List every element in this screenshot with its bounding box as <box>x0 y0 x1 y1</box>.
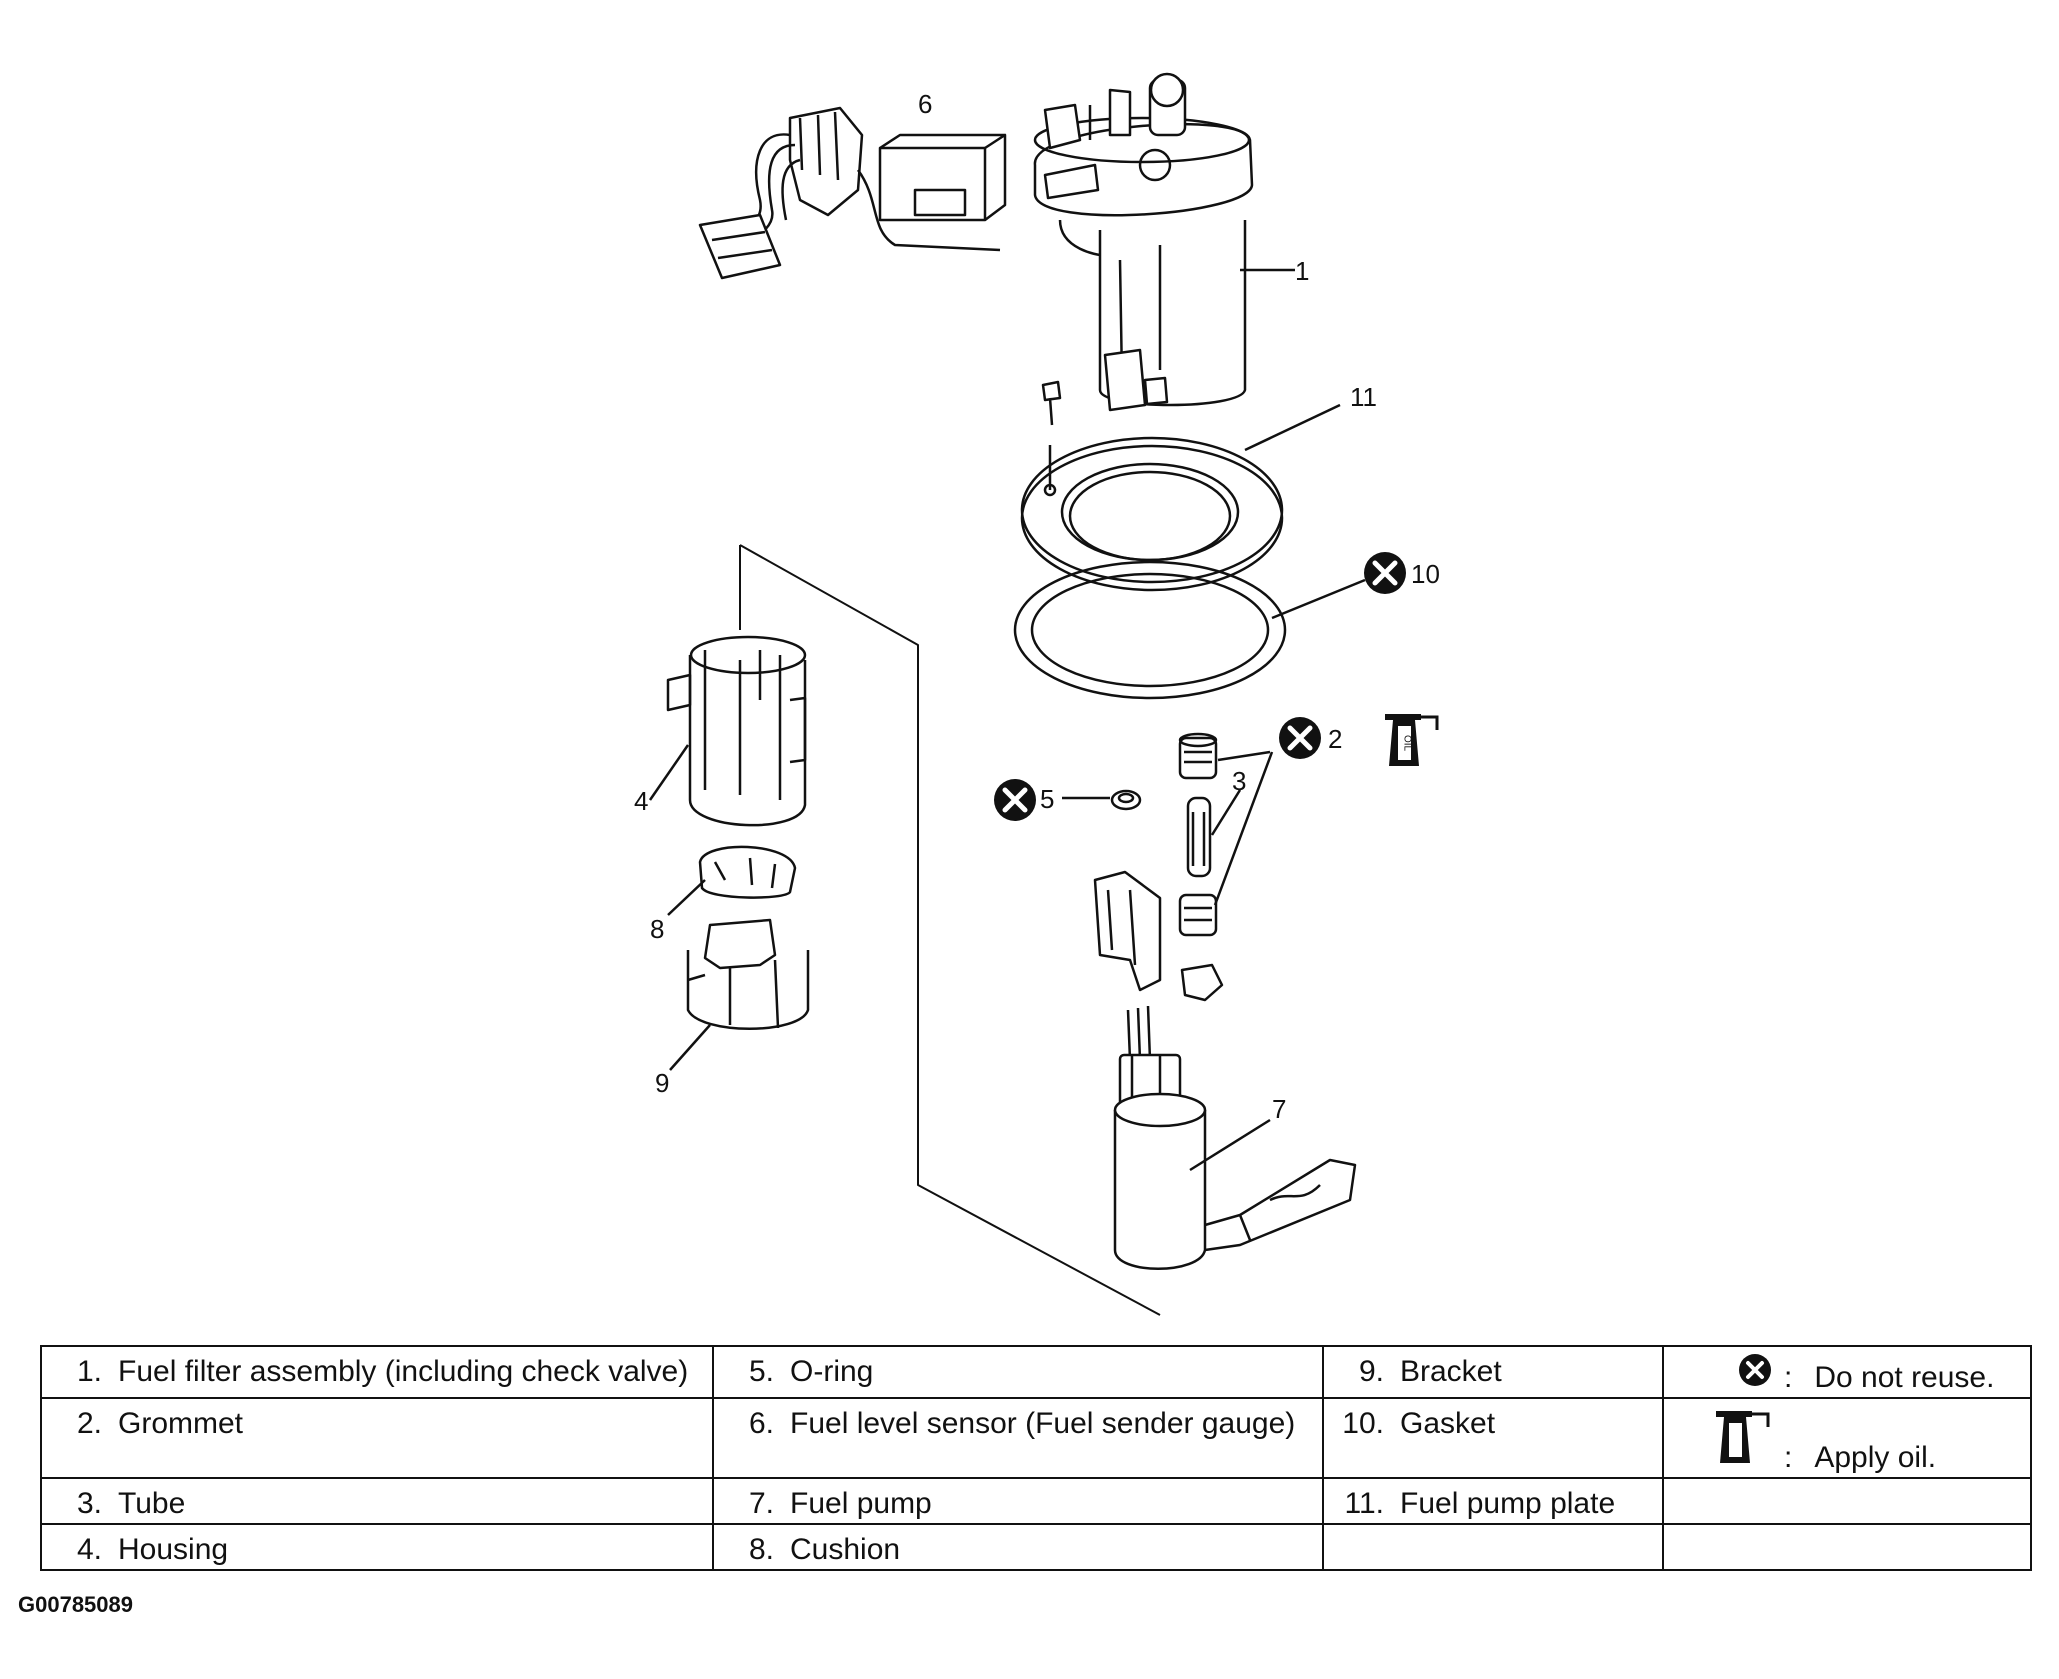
apply-oil-icon <box>1672 1405 1772 1467</box>
fuel-pump-part <box>1113 1005 1357 1270</box>
legend-cell: :Apply oil. <box>1662 1396 2032 1479</box>
callout-7: 7 <box>1272 1094 1286 1124</box>
callout-8: 8 <box>650 914 664 944</box>
legend-cell-empty <box>1662 1476 2032 1525</box>
housing-part <box>648 635 807 827</box>
legend-cell-empty <box>1322 1522 1664 1571</box>
apply-oil-icon: OIL <box>1385 714 1439 766</box>
bracket-part <box>669 918 810 1071</box>
grommet-and-tube-parts <box>1178 732 1274 1002</box>
callout-5: 5 <box>1040 784 1054 814</box>
gasket-part <box>1013 560 1366 700</box>
figure-code: G00785089 <box>18 1592 133 1617</box>
legend-cell: 11.Fuel pump plate <box>1322 1476 1664 1525</box>
fuel-level-sensor-part <box>698 106 1007 280</box>
callout-10: 10 <box>1411 559 1440 589</box>
legend-cell: 6.Fuel level sensor (Fuel sender gauge) <box>712 1396 1324 1479</box>
callout-11: 11 <box>1350 382 1377 412</box>
fuel-filter-assembly-part <box>1033 72 1295 412</box>
do-not-reuse-icon <box>1364 552 1406 594</box>
legend-cell: 9.Bracket <box>1322 1345 1664 1399</box>
do-not-reuse-icon <box>1279 717 1321 759</box>
legend-cell: :Do not reuse. <box>1662 1345 2032 1399</box>
o-ring-part <box>1062 789 1142 811</box>
svg-text:OIL: OIL <box>1402 735 1413 752</box>
legend-cell-empty <box>1662 1522 2032 1571</box>
callout-3: 3 <box>1232 766 1246 796</box>
callout-6: 6 <box>918 89 932 119</box>
legend-cell: 1.Fuel filter assembly (including check … <box>40 1345 714 1399</box>
do-not-reuse-icon <box>994 779 1036 821</box>
legend-cell: 2.Grommet <box>40 1396 714 1479</box>
legend-cell: 4.Housing <box>40 1522 714 1571</box>
exploded-view-diagram: OIL 6 1 11 10 2 3 5 4 8 9 7 <box>634 72 1440 1316</box>
callout-4: 4 <box>634 786 648 816</box>
do-not-reuse-icon <box>1672 1353 1772 1387</box>
parts-legend-table: 1.Fuel filter assembly (including check … <box>40 1345 2032 1571</box>
legend-cell: 7.Fuel pump <box>712 1476 1324 1525</box>
legend-cell: 10.Gasket <box>1322 1396 1664 1479</box>
cushion-part <box>667 845 797 916</box>
fuel-pump-plate-part <box>1020 380 1341 592</box>
legend-cell: 3.Tube <box>40 1476 714 1525</box>
callout-9: 9 <box>655 1068 669 1098</box>
callout-1: 1 <box>1295 256 1309 286</box>
legend-cell: 5.O-ring <box>712 1345 1324 1399</box>
legend-cell: 8.Cushion <box>712 1522 1324 1571</box>
callout-2: 2 <box>1328 724 1342 754</box>
pump-bracket-part <box>1093 870 1162 992</box>
assembly-guide-line <box>739 544 1161 1316</box>
